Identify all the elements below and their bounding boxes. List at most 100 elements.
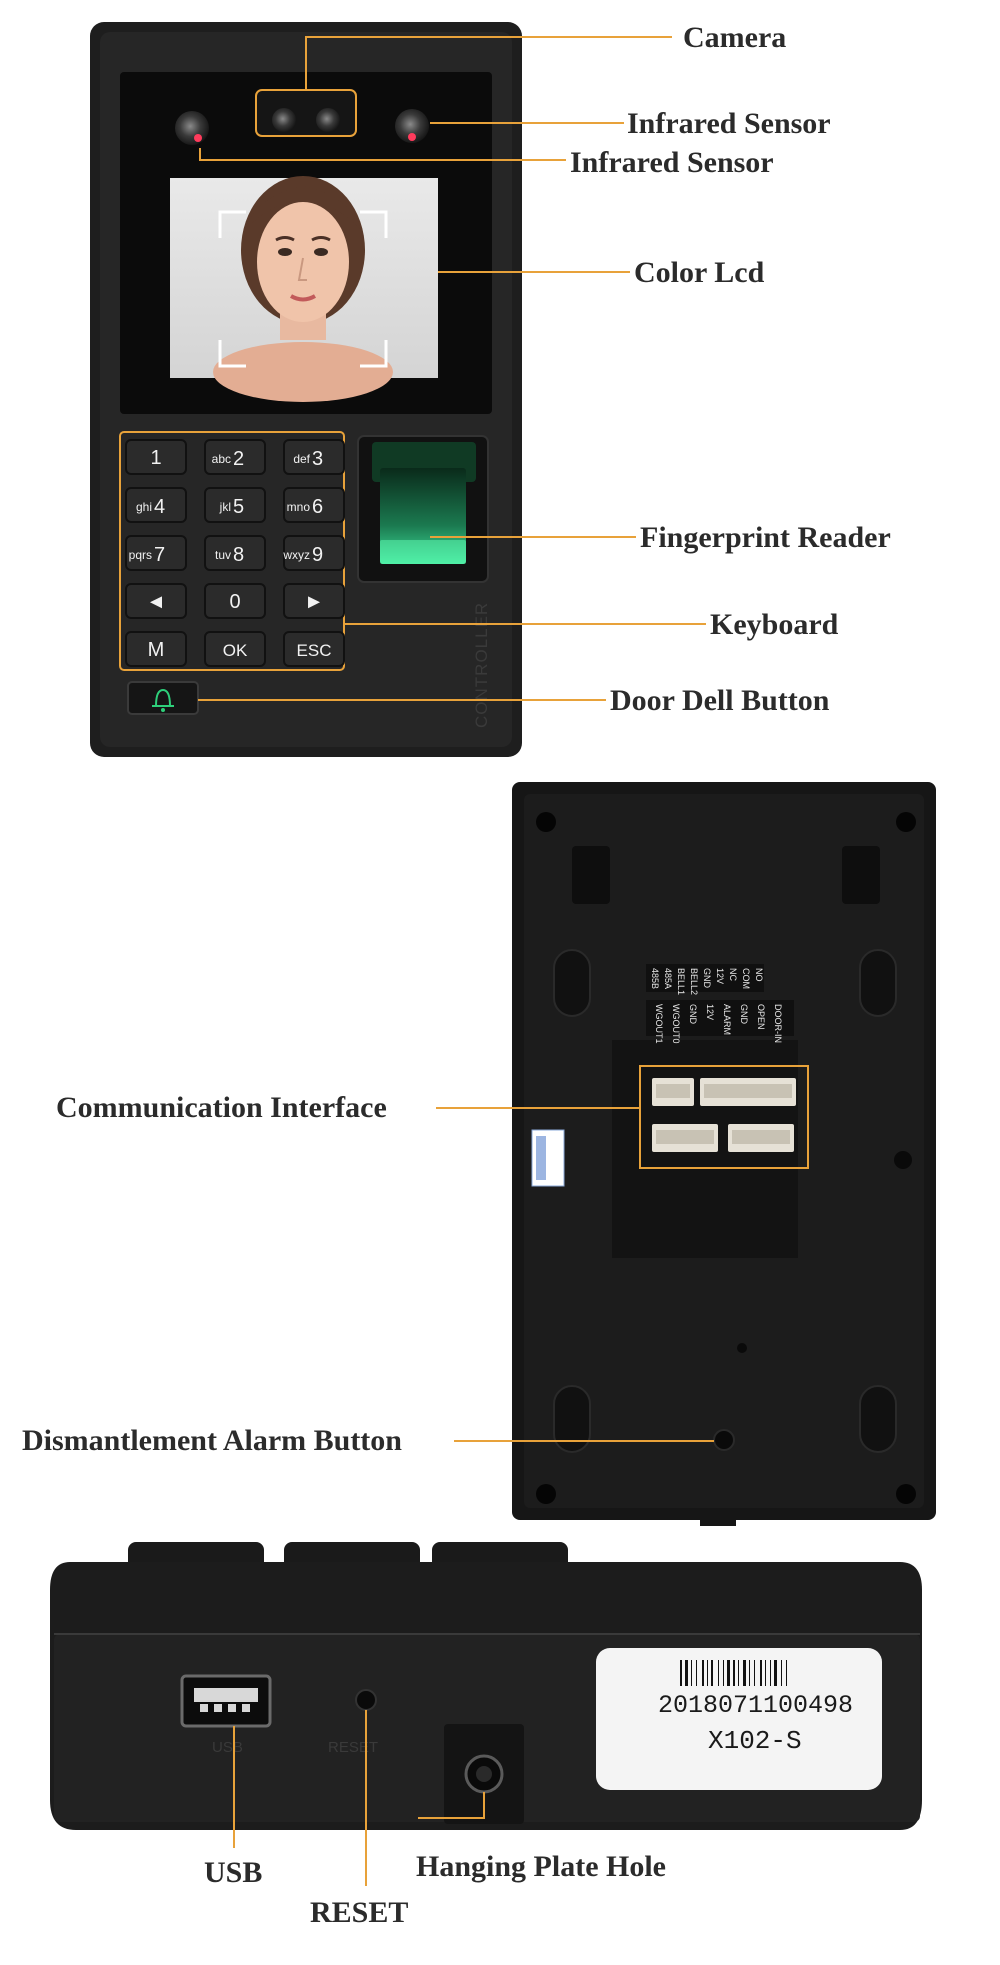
label-infrared-sensor-2: Infrared Sensor bbox=[570, 146, 774, 179]
door-bell-button[interactable] bbox=[127, 681, 199, 715]
key-letters: ghi bbox=[136, 500, 152, 514]
connector-top-right bbox=[700, 1078, 796, 1106]
keypad-key[interactable]: ESC bbox=[283, 631, 345, 667]
infrared-led-right bbox=[408, 133, 416, 141]
infrared-led-left bbox=[194, 134, 202, 142]
infrared-sensor-left bbox=[175, 111, 209, 145]
label-fingerprint-reader: Fingerprint Reader bbox=[640, 521, 891, 554]
key-digit: 8 bbox=[233, 544, 244, 566]
pin-label: WGOUT1 bbox=[654, 1004, 664, 1044]
oval-slot-1 bbox=[553, 949, 591, 1017]
key-letters: wxyz bbox=[282, 548, 310, 562]
bell-icon bbox=[152, 688, 174, 712]
label-color-lcd: Color Lcd bbox=[634, 256, 765, 289]
key-letters: jkl bbox=[219, 500, 231, 514]
key-digit: 2 bbox=[233, 448, 244, 470]
pin-label: 485A bbox=[663, 968, 673, 989]
oval-slot-3 bbox=[553, 1385, 591, 1453]
side-print-controller: CONTROLLER bbox=[472, 602, 491, 728]
face-detect-frame bbox=[218, 210, 388, 368]
label-door-bell-button: Door Dell Button bbox=[610, 684, 830, 717]
side-view: USB RESET 2018071100498 X102-S bbox=[50, 1542, 922, 1830]
communication-interface-frame bbox=[639, 1065, 809, 1169]
side-leader-lines bbox=[233, 1710, 485, 1886]
key-digit: 5 bbox=[233, 496, 244, 518]
face-image bbox=[213, 176, 393, 402]
camera-lens-left bbox=[272, 108, 296, 132]
keypad-key[interactable]: ◄ bbox=[125, 583, 187, 619]
key-letters: pqrs bbox=[129, 548, 152, 562]
pin-label: GND bbox=[702, 968, 712, 989]
label-keyboard: Keyboard bbox=[710, 608, 839, 641]
hanging-slot-top-left bbox=[572, 846, 610, 904]
barcode bbox=[680, 1660, 787, 1686]
key-digit: 6 bbox=[312, 496, 323, 518]
oval-slot-4 bbox=[859, 1385, 897, 1453]
connector-top-left bbox=[652, 1078, 694, 1106]
pin-label: GND bbox=[739, 1004, 749, 1025]
front-labels: Camera Infrared Sensor Infrared Sensor C… bbox=[570, 21, 891, 717]
screw-hole-bottom-left bbox=[536, 1484, 556, 1504]
label-hanging-plate-hole: Hanging Plate Hole bbox=[416, 1850, 666, 1883]
keypad-key[interactable]: 0 bbox=[204, 583, 266, 619]
keypad-key[interactable]: 1 bbox=[125, 439, 187, 475]
small-hole bbox=[737, 1343, 747, 1353]
key-letters: tuv bbox=[215, 548, 231, 562]
usb-print: USB bbox=[212, 1739, 243, 1756]
key-digit: 9 bbox=[312, 544, 323, 566]
screw-hole-top-right bbox=[896, 812, 916, 832]
keypad-key[interactable]: ► bbox=[283, 583, 345, 619]
keypad-key[interactable]: OK bbox=[204, 631, 266, 667]
pin-label: NO bbox=[754, 968, 764, 982]
key-digit: M bbox=[148, 639, 165, 661]
label-usb: USB bbox=[204, 1856, 262, 1889]
pin-label: DOOR-IN bbox=[773, 1004, 783, 1043]
key-letters: mno bbox=[287, 500, 311, 514]
pin-label: NC bbox=[728, 968, 738, 981]
back-labels: Communication Interface Dismantlement Al… bbox=[22, 1091, 402, 1457]
key-digit: 0 bbox=[229, 591, 240, 613]
key-digit: 4 bbox=[154, 496, 165, 518]
keypad-key[interactable]: M bbox=[125, 631, 187, 667]
reset-print: RESET bbox=[328, 1739, 378, 1756]
key-digit: 3 bbox=[312, 448, 323, 470]
camera-lens-housing bbox=[255, 89, 357, 137]
pin-label: OPEN bbox=[756, 1004, 766, 1030]
key-digit: ◄ bbox=[146, 591, 166, 613]
key-letters: abc bbox=[212, 452, 231, 466]
pin-label: COM bbox=[741, 968, 751, 989]
dismantlement-alarm-button[interactable] bbox=[713, 1429, 735, 1451]
key-digit: 1 bbox=[150, 447, 161, 469]
pin-labels-row1-bg bbox=[646, 964, 764, 992]
screw-hole-mid-right bbox=[894, 1151, 912, 1169]
pin-label: BELL2 bbox=[689, 968, 699, 995]
side-labels: USB RESET Hanging Plate Hole bbox=[204, 1850, 666, 1929]
screw-hole-bottom-right bbox=[896, 1484, 916, 1504]
oval-slot-2 bbox=[859, 949, 897, 1017]
key-letters: def bbox=[293, 452, 310, 466]
pin-label: BELL1 bbox=[676, 968, 686, 995]
serial-sticker bbox=[596, 1648, 882, 1790]
connector-bottom-left bbox=[652, 1124, 718, 1152]
key-digit: OK bbox=[223, 641, 248, 660]
label-reset: RESET bbox=[310, 1896, 408, 1929]
pin-label: 12V bbox=[715, 968, 725, 984]
key-digit: ► bbox=[304, 591, 324, 613]
back-leader-lines bbox=[436, 1107, 714, 1442]
pin-label: WGOUT0 bbox=[671, 1004, 681, 1044]
pin-label: ALARM bbox=[722, 1004, 732, 1035]
reset-hole[interactable] bbox=[355, 1689, 377, 1711]
